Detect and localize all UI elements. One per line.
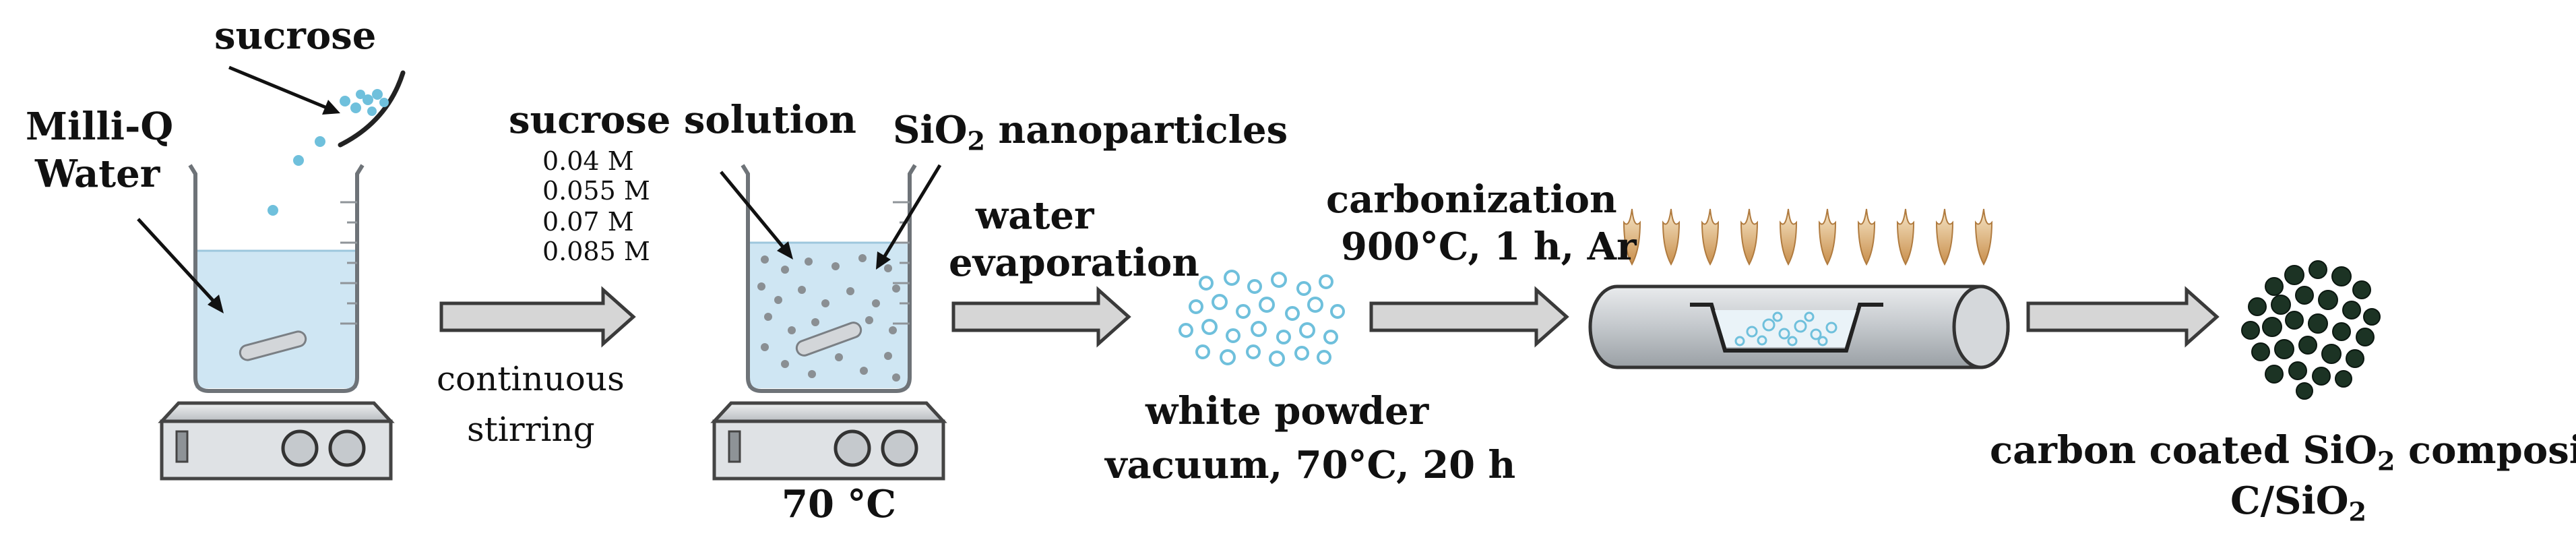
evaporation-label: evaporation [949, 241, 1199, 285]
temperature-70-label: 70 °C [782, 482, 896, 526]
composite-subscript: 2 [2377, 446, 2395, 477]
c-sio2-subscript: 2 [2348, 496, 2367, 527]
furnace-flames [1623, 208, 1993, 266]
sio2-pointer-arrow [876, 164, 942, 270]
stir-bar-2 [795, 322, 862, 357]
sucrose-solution-label: sucrose solution [509, 98, 856, 142]
sucrose-label: sucrose [214, 13, 377, 58]
beaker-water [188, 164, 365, 393]
continuous-label: continuous [437, 359, 625, 398]
white-powder [1179, 270, 1345, 367]
sucrose-solution-pointer-arrow [720, 171, 793, 260]
milli-q-label-line2: Water [35, 152, 160, 196]
milli-q-pointer-arrow [137, 218, 224, 313]
sucrose-dish [338, 70, 406, 148]
sio2-nanoparticles-label: SiO2 nanoparticles [893, 111, 1288, 154]
sio2-subscript: 2 [967, 125, 986, 156]
carbon-coated-particles [2241, 260, 2381, 400]
composite-label: carbon coated SiO2 composites [1990, 431, 2576, 475]
milli-q-label-line1: Milli-Q [26, 104, 174, 149]
hot-plate-1 [158, 401, 395, 481]
concentration-1: 0.04 M [542, 146, 634, 176]
process-arrow-4 [2026, 286, 2220, 348]
c-sio2-label: C/SiO2 [2230, 482, 2366, 525]
composite-prefix: carbon coated SiO [1990, 428, 2377, 473]
process-arrow-3 [1369, 286, 1569, 348]
vacuum-conditions-label: vacuum, 70°C, 20 h [1105, 443, 1516, 487]
concentration-2: 0.055 M [542, 176, 650, 206]
white-powder-label: white powder [1145, 389, 1429, 433]
hot-plate-2 [710, 401, 947, 481]
carbonization-label: carbonization [1326, 177, 1617, 222]
process-arrow-2 [951, 286, 1131, 348]
beaker-sucrose-sio2 [741, 164, 917, 393]
stir-bar-1 [239, 330, 307, 361]
carbonization-conditions-label: 900°C, 1 h, Ar [1341, 224, 1637, 269]
stirring-label: stirring [467, 410, 595, 449]
tube-furnace [1588, 284, 2010, 369]
concentration-4: 0.085 M [542, 237, 650, 266]
process-arrow-1 [439, 286, 636, 348]
concentration-3: 0.07 M [542, 207, 634, 237]
sio2-prefix: SiO [893, 108, 968, 152]
water-label: water [976, 193, 1094, 238]
composite-suffix: composites [2408, 428, 2576, 473]
sio2-suffix: nanoparticles [985, 108, 1288, 152]
c-sio2-prefix: C/SiO [2230, 479, 2349, 523]
sucrose-pointer-arrow [228, 65, 340, 115]
